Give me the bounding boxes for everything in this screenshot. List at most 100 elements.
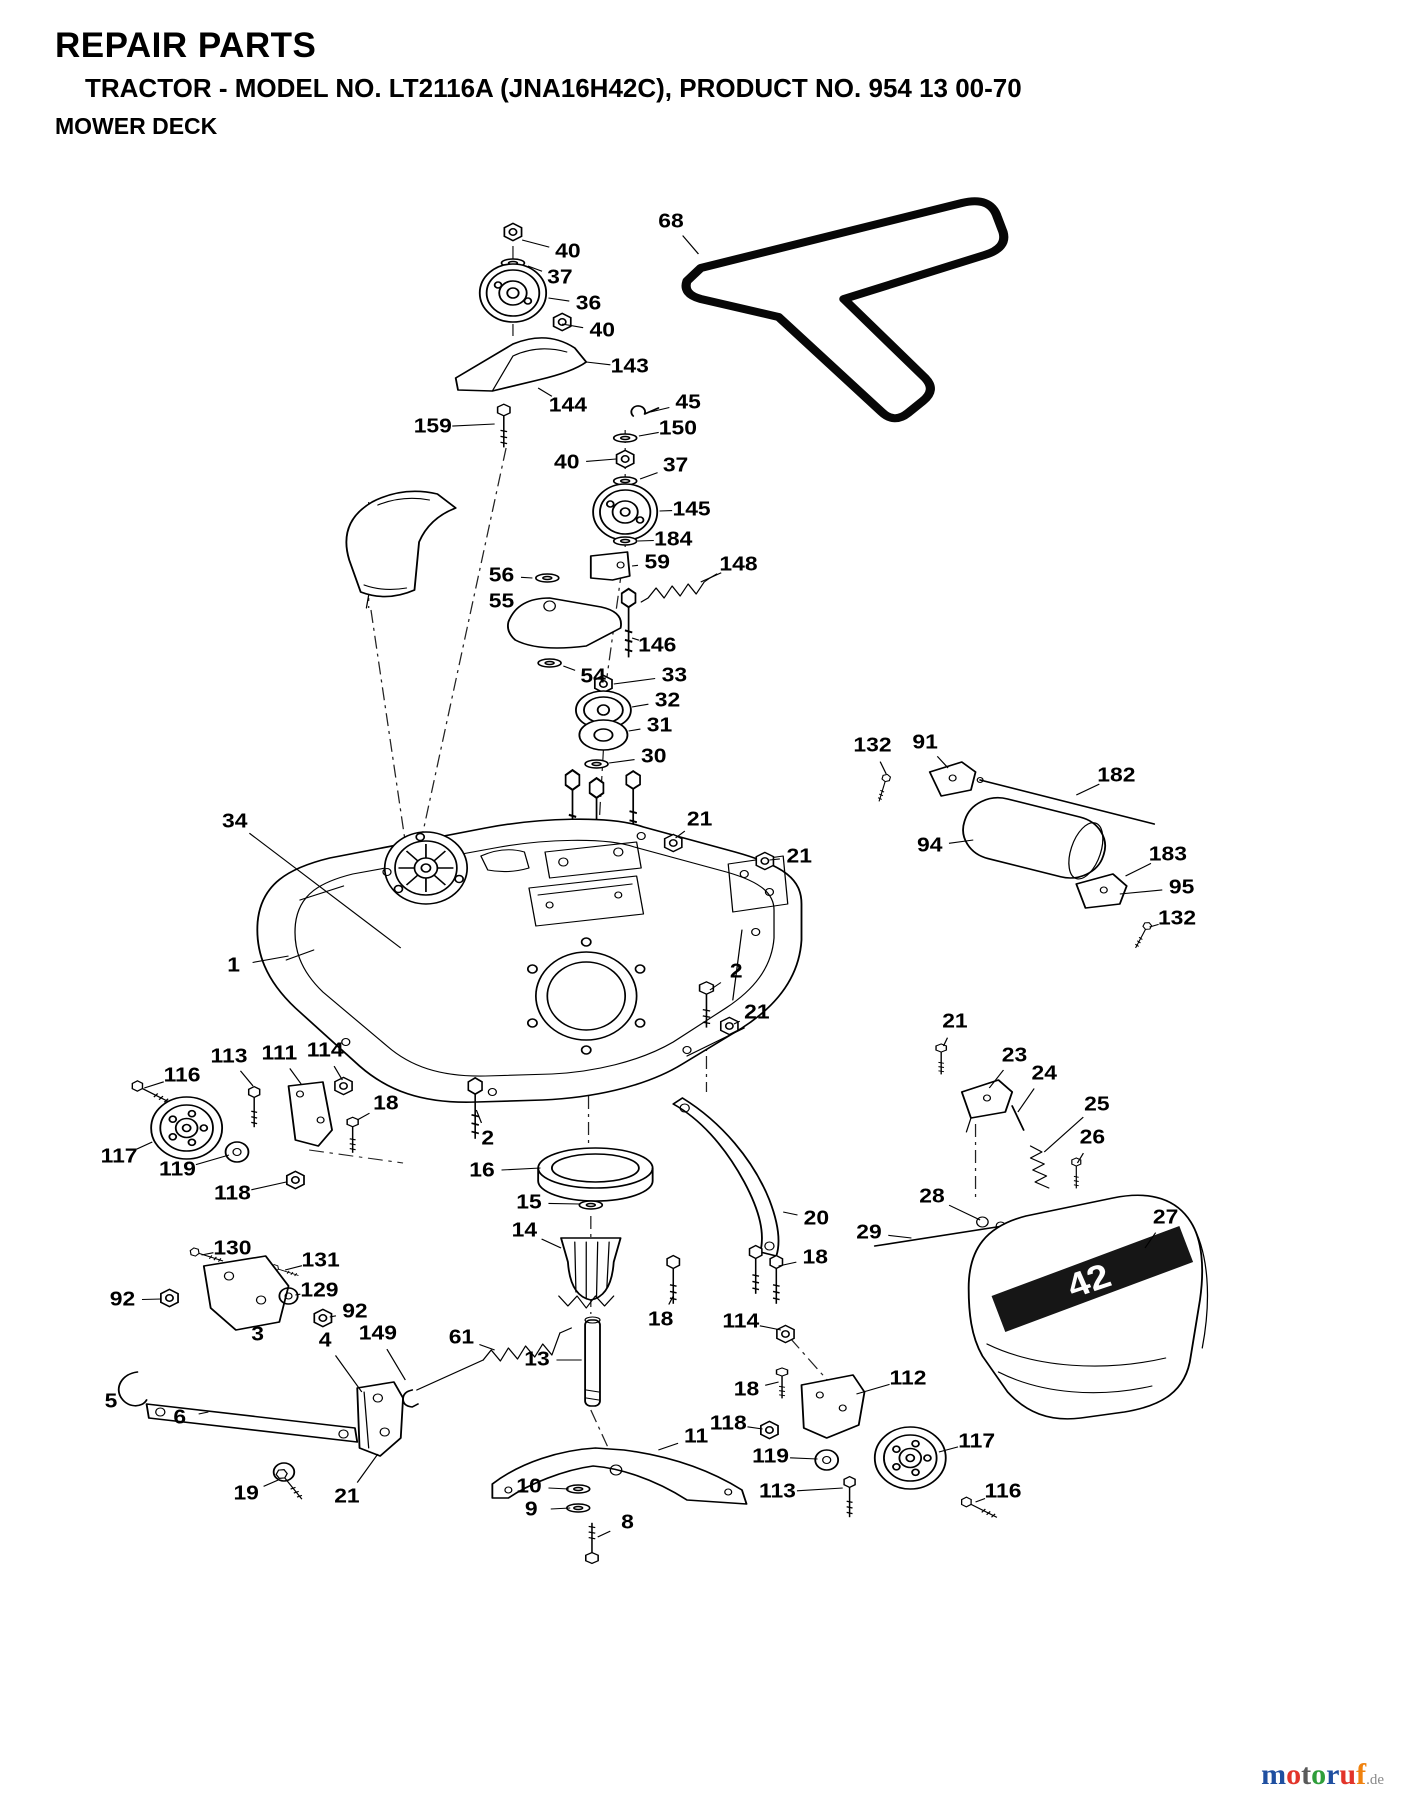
leader-line-2 — [709, 982, 722, 991]
leader-line-24 — [1017, 1088, 1035, 1113]
part-label-40: 40 — [554, 451, 580, 473]
part-label-150: 150 — [659, 417, 697, 439]
drive-belt-68 — [681, 197, 1009, 423]
leader-line-6 — [198, 1411, 209, 1415]
part-label-34: 34 — [222, 810, 248, 832]
part-label-8: 8 — [621, 1511, 634, 1533]
part-label-54: 54 — [580, 665, 606, 687]
part-label-18: 18 — [373, 1092, 399, 1114]
part-label-116: 116 — [164, 1064, 201, 1086]
top-idler-pulley-assembly — [454, 222, 588, 449]
part-label-183: 183 — [1149, 843, 1187, 865]
part-label-33: 33 — [662, 664, 688, 686]
leader-line-32 — [631, 703, 649, 708]
part-label-112: 112 — [890, 1367, 927, 1389]
leader-line-146 — [631, 637, 640, 641]
leader-line-34 — [248, 832, 402, 949]
leader-line-68 — [682, 235, 699, 255]
part-label-132: 132 — [1158, 907, 1196, 929]
part-label-182: 182 — [1097, 764, 1135, 786]
leader-line-18 — [356, 1112, 370, 1121]
part-label-26: 26 — [1080, 1126, 1106, 1148]
bolt-146 — [620, 587, 637, 659]
part-label-14: 14 — [512, 1219, 538, 1241]
leader-line-119 — [790, 1457, 818, 1460]
deflector-guard-44 — [345, 490, 457, 609]
part-label-114: 114 — [722, 1310, 759, 1332]
part-label-56: 56 — [489, 564, 515, 586]
part-label-21: 21 — [744, 1001, 770, 1023]
part-label-131: 131 — [302, 1249, 340, 1271]
leader-line-15 — [548, 1202, 580, 1205]
leader-line-40 — [586, 458, 617, 462]
part-label-21: 21 — [687, 808, 713, 830]
part-label-18: 18 — [803, 1246, 829, 1268]
watermark-logo[interactable]: motoruf.de — [1261, 1758, 1384, 1792]
part-label-143: 143 — [611, 355, 649, 377]
part-label-118: 118 — [710, 1412, 747, 1434]
left-suspension-bracket-assembly — [160, 1246, 333, 1331]
bracket-91 — [928, 761, 977, 797]
spring-148 — [640, 573, 718, 603]
page-title: REPAIR PARTS — [55, 26, 317, 65]
guard-143 — [454, 337, 588, 392]
leader-line-116 — [144, 1081, 164, 1089]
leader-line-132 — [879, 761, 887, 775]
part-label-37: 37 — [547, 266, 572, 288]
part-label-28: 28 — [919, 1185, 945, 1207]
part-label-29: 29 — [856, 1221, 882, 1243]
section-title: MOWER DECK — [55, 113, 218, 139]
leader-line-19 — [263, 1479, 279, 1487]
leader-line-131 — [284, 1265, 303, 1271]
part-label-31: 31 — [647, 714, 673, 736]
gauge-wheel-117-right — [873, 1426, 947, 1490]
discharge-chute-27: 42 — [967, 1194, 1209, 1420]
part-label-40: 40 — [590, 319, 616, 341]
part-label-55: 55 — [489, 590, 515, 612]
part-label-6: 6 — [173, 1406, 186, 1428]
pulley-32 — [575, 690, 632, 730]
leader-line-18 — [778, 1261, 797, 1267]
leader-line-18 — [765, 1381, 779, 1386]
part-label-117: 117 — [101, 1145, 138, 1167]
leader-line-92 — [329, 1315, 337, 1318]
leader-line-114 — [333, 1065, 343, 1081]
part-label-36: 36 — [576, 292, 602, 314]
part-label-10: 10 — [516, 1475, 542, 1497]
part-label-18: 18 — [734, 1378, 760, 1400]
model-line: TRACTOR - MODEL NO. LT2116A (JNA16H42C),… — [85, 73, 1022, 103]
leader-line-21 — [356, 1453, 379, 1483]
bracket-95 — [1075, 873, 1128, 909]
part-label-148: 148 — [719, 553, 757, 575]
part-label-91: 91 — [912, 731, 938, 753]
brake-arm-20-assembly — [666, 1097, 784, 1305]
leader-line-21 — [769, 858, 780, 861]
watermark-text: motoruf — [1261, 1758, 1367, 1791]
leader-line-18 — [668, 1295, 674, 1305]
spring-61-assembly — [402, 1327, 572, 1408]
part-label-92: 92 — [342, 1300, 368, 1322]
part-label-18: 18 — [648, 1308, 674, 1330]
part-label-119: 119 — [159, 1158, 196, 1180]
part-label-94: 94 — [917, 834, 943, 856]
leader-line-2 — [475, 1109, 483, 1124]
leader-line-117 — [136, 1141, 153, 1150]
part-label-129: 129 — [300, 1279, 338, 1301]
leader-line-149 — [386, 1348, 406, 1381]
part-label-68: 68 — [658, 210, 684, 232]
part-label-149: 149 — [359, 1322, 397, 1344]
part-label-30: 30 — [641, 745, 667, 767]
chute-linkage-parts — [873, 1043, 1082, 1247]
part-label-113: 113 — [211, 1045, 248, 1067]
part-label-144: 144 — [549, 394, 587, 416]
leader-line-21 — [675, 830, 686, 839]
leader-line-37 — [527, 265, 543, 272]
part-label-118: 118 — [214, 1182, 251, 1204]
roller-assembly — [874, 761, 1156, 950]
deck-left-spindle — [383, 831, 469, 905]
leader-line-54 — [563, 665, 576, 671]
part-label-25: 25 — [1084, 1093, 1110, 1115]
leader-line-16 — [501, 1167, 541, 1171]
leader-line-183 — [1125, 862, 1152, 877]
part-label-132: 132 — [853, 734, 891, 756]
